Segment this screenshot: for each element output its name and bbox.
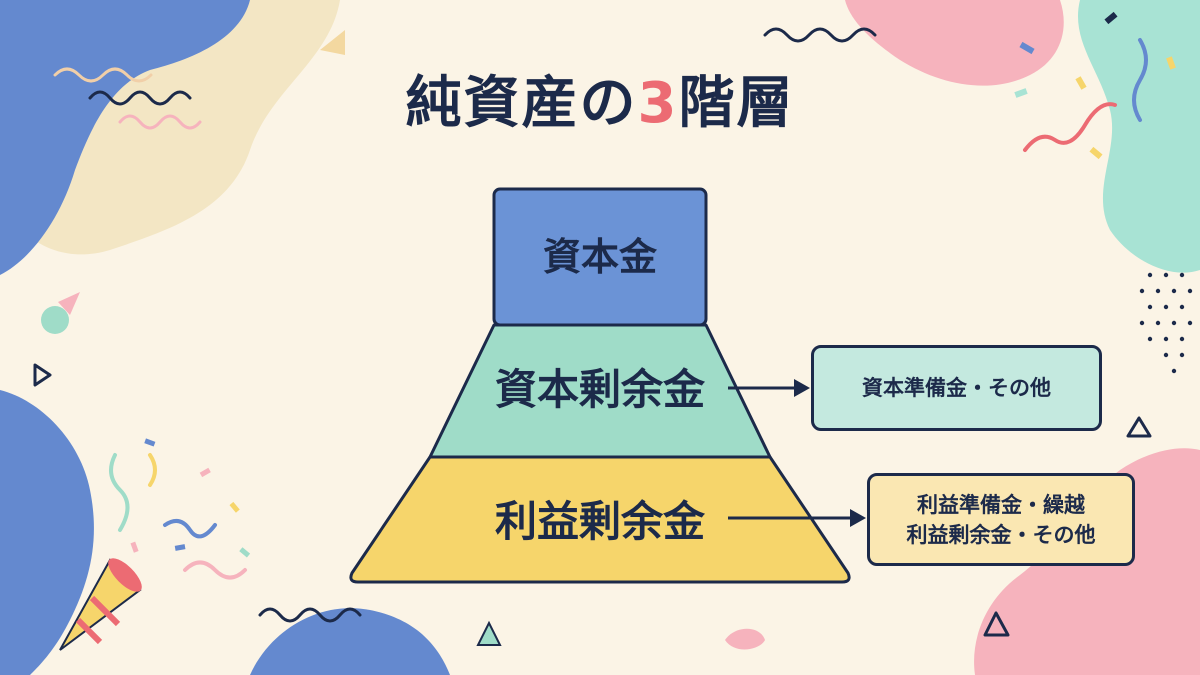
mint-blob-right bbox=[1077, 0, 1200, 273]
callout-retained-earnings-detail: 利益準備金・繰越 利益剰余金・その他 bbox=[867, 473, 1135, 566]
blue-blob-bottom-left bbox=[0, 390, 94, 675]
triangle-outline bbox=[983, 611, 1010, 637]
dot-grid bbox=[1139, 272, 1193, 374]
pink-blob-top-right bbox=[845, 0, 1064, 86]
squiggle bbox=[763, 27, 877, 43]
tier-shape-bottom bbox=[349, 455, 851, 584]
arrow-retained-earnings bbox=[728, 509, 866, 527]
blue-blob-bottom bbox=[250, 608, 450, 675]
triangle-outline bbox=[1126, 416, 1152, 438]
tier-label-capital: 資本金 bbox=[542, 235, 657, 279]
callout-line: 利益準備金・繰越 bbox=[917, 492, 1085, 517]
squiggle bbox=[1132, 38, 1148, 122]
callout-line: 利益剰余金・その他 bbox=[906, 522, 1096, 547]
pyramid-diagram bbox=[349, 187, 851, 584]
squiggle bbox=[258, 607, 362, 623]
page-title: 純資産の3階層 bbox=[0, 58, 1200, 139]
squiggle bbox=[118, 114, 202, 130]
title-suffix: 階層 bbox=[678, 71, 795, 136]
pink-dot-bottom bbox=[725, 628, 765, 650]
triangle-outline bbox=[33, 363, 52, 387]
squiggle bbox=[53, 67, 153, 83]
callout-capital-surplus-detail: 資本準備金・その他 bbox=[811, 345, 1102, 431]
squiggle bbox=[1023, 102, 1117, 152]
arrow-capital-surplus bbox=[728, 379, 810, 397]
squiggle bbox=[88, 90, 192, 106]
party-popper-icon bbox=[59, 558, 142, 651]
tier-label-capital-surplus: 資本剰余金 bbox=[494, 365, 705, 414]
title-accent-number: 3 bbox=[637, 71, 679, 136]
triangle-filled bbox=[320, 30, 345, 55]
triangle-filled bbox=[476, 620, 502, 646]
callout-line: 資本準備金・その他 bbox=[862, 376, 1051, 400]
tier-label-retained-earnings: 利益剰余金 bbox=[494, 497, 705, 546]
title-main: 純資産の bbox=[405, 71, 638, 136]
